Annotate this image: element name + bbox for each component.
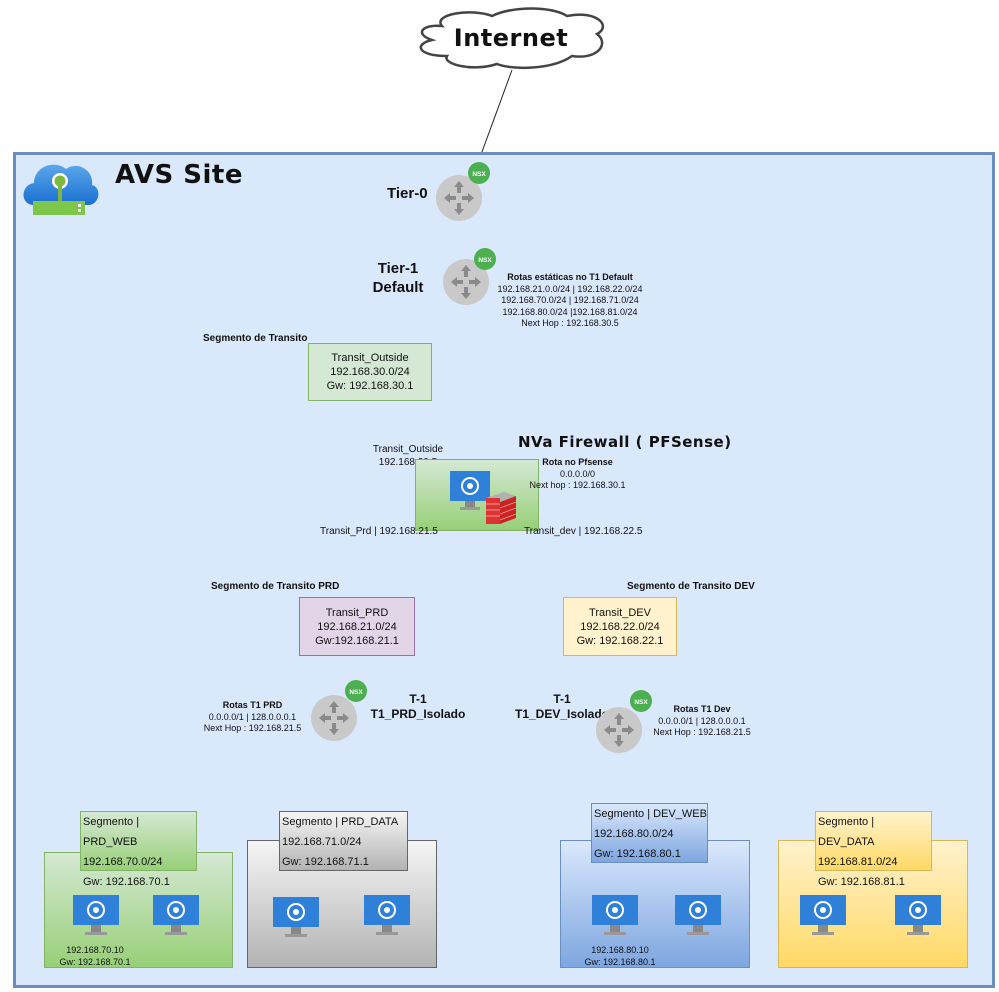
vm-icon[interactable] [153, 895, 201, 939]
t1-prd-routes-title: Rotas T1 PRD [222, 700, 283, 710]
transit-dev-box[interactable]: Transit_DEV 192.168.22.0/24 Gw: 192.168.… [563, 597, 677, 656]
route-line: 192.168.80.0/24 |192.168.81.0/24 [502, 306, 638, 317]
segment-box-dev-data[interactable]: Segmento | DEV_DATA 192.168.81.0/24 Gw: … [815, 811, 932, 888]
segment-gateway: Gw: 192.168.30.1 [326, 380, 414, 392]
vm-ip: 192.168.70.10 [66, 945, 124, 955]
tier0-router-icon[interactable] [436, 175, 482, 221]
segment-gateway: Gw:192.168.21.1 [315, 634, 399, 647]
tier1-default-label-line1: Tier-1 [377, 260, 419, 277]
segment-name: Transit_PRD [325, 606, 389, 619]
route-line: Next Hop : 192.168.21.5 [203, 723, 302, 733]
t1-prd-nsx-badge: NSX [345, 680, 367, 702]
tier1-default-routes-title: Rotas estáticas no T1 Default [507, 272, 633, 282]
vm-gateway: Gw: 192.168.70.1 [59, 956, 131, 967]
pfsense-route-dest: 0.0.0.0/0 [559, 468, 596, 479]
t1-prd-label-line2: T1_PRD_Isolado [370, 707, 466, 721]
nsx-badge-text: NSX [472, 171, 486, 178]
transit-prd-heading: Segmento de Transito PRD [211, 581, 340, 592]
transit-segment-heading: Segmento de Transito [203, 333, 308, 344]
nsx-badge-text: NSX [634, 699, 648, 706]
pfsense-route: Rota no Pfsense 0.0.0.0/0 Next hop : 192… [520, 457, 635, 492]
tier1-default-nsx-badge: NSX [474, 248, 496, 270]
prd-web-vm-ip: 192.168.70.10 Gw: 192.168.70.1 [45, 945, 145, 968]
t1-dev-label: T-1 T1_DEV_Isolado [512, 692, 612, 722]
route-line: 192.168.70.0/24 | 192.168.71.0/24 [501, 295, 639, 305]
segment-subnet: 192.168.71.0/24 [282, 836, 362, 848]
site-title: AVS Site [115, 160, 243, 190]
nsx-badge-text: NSX [349, 689, 363, 696]
nsx-badge-text: NSX [478, 257, 492, 264]
pfsense-route-title: Rota no Pfsense [542, 457, 613, 467]
route-line: Next Hop : 192.168.21.5 [653, 727, 751, 737]
vm-icon[interactable] [675, 895, 723, 939]
vm-icon[interactable] [273, 897, 321, 941]
tier0-nsx-badge: NSX [468, 162, 490, 184]
vm-icon[interactable] [592, 895, 640, 939]
t1-prd-routes: Rotas T1 PRD 0.0.0.0/1 | 128.0.0.0.1 Nex… [200, 700, 305, 735]
t1-dev-routes: Rotas T1 Dev 0.0.0.0/1 | 128.0.0.0.1 Nex… [652, 704, 752, 739]
segment-box-prd-web[interactable]: Segmento | PRD_WEB 192.168.70.0/24 Gw: 1… [80, 811, 197, 888]
segment-name: Transit_DEV [589, 606, 651, 619]
segment-gateway: Gw: 192.168.70.1 [83, 876, 170, 888]
transit-prd-box[interactable]: Transit_PRD 192.168.21.0/24 Gw:192.168.2… [299, 597, 415, 656]
segment-name: Segmento | PRD_WEB [83, 816, 140, 848]
segment-gateway: Gw: 192.168.81.1 [818, 876, 905, 888]
dev-web-vm-ip: 192.168.80.10 Gw: 192.168.80.1 [570, 945, 670, 968]
tier1-default-label: Tier-1 Default [370, 259, 426, 297]
segment-gateway: Gw: 192.168.22.1 [576, 634, 664, 647]
segment-subnet: 192.168.22.0/24 [580, 620, 660, 633]
firewall-vm-icon [450, 471, 498, 515]
segment-subnet: 192.168.70.0/24 [83, 856, 163, 868]
t1-prd-router-icon[interactable] [311, 695, 357, 741]
segment-name: Transit_Outside [331, 352, 409, 364]
segment-name: Segmento | DEV_DATA [818, 816, 875, 848]
internet-cloud: Internet [412, 4, 610, 70]
segment-name: Segmento | DEV_WEB [594, 808, 707, 820]
t1-dev-routes-title: Rotas T1 Dev [673, 704, 731, 714]
firewall-outside-interface: Transit_Outside 192.168.30.5 [365, 443, 451, 469]
avs-cloud-icon [20, 155, 100, 221]
transit-dev-heading: Segmento de Transito DEV [627, 581, 755, 592]
vm-gateway: Gw: 192.168.80.1 [584, 956, 656, 967]
internet-to-tier0-link [478, 69, 513, 161]
t1-dev-router-icon[interactable] [596, 707, 642, 753]
vm-ip: 192.168.80.10 [591, 945, 649, 955]
cloud-icon [419, 7, 604, 69]
firewall-prd-interface: Transit_Prd | 192.168.21.5 [320, 526, 438, 537]
segment-subnet: 192.168.80.0/24 [594, 828, 674, 840]
segment-subnet: 192.168.30.0/24 [330, 366, 410, 378]
firewall-dev-interface: Transit_dev | 192.168.22.5 [524, 526, 643, 537]
segment-box-dev-web[interactable]: Segmento | DEV_WEB 192.168.80.0/24 Gw: 1… [591, 803, 708, 863]
tier0-label: Tier-0 [387, 185, 428, 202]
route-line: 192.168.21.0.0/24 | 192.168.22.0/24 [497, 283, 643, 294]
tier1-default-label-line2: Default [372, 279, 424, 296]
segment-name: Segmento | PRD_DATA [282, 816, 399, 828]
tier1-default-router-icon[interactable] [443, 259, 489, 305]
route-line: 0.0.0.0/1 | 128.0.0.0.1 [208, 711, 297, 722]
segment-box-prd-data[interactable]: Segmento | PRD_DATA 192.168.71.0/24 Gw: … [279, 811, 408, 871]
vm-icon[interactable] [364, 895, 412, 939]
segment-subnet: 192.168.81.0/24 [818, 856, 898, 868]
firewall-brick-icon [482, 488, 518, 526]
firewall-title: NVa Firewall ( PFSense) [518, 433, 732, 451]
t1-prd-label-line1: T-1 [409, 692, 427, 706]
tier1-default-routes: Rotas estáticas no T1 Default 192.168.21… [495, 272, 645, 330]
interface-ip: 192.168.30.5 [378, 457, 438, 468]
t1-dev-nsx-badge: NSX [630, 690, 652, 712]
route-line: 0.0.0.0/1 | 128.0.0.0.1 [658, 715, 746, 726]
route-line: Next Hop : 192.168.30.5 [521, 318, 619, 328]
vm-icon[interactable] [73, 895, 121, 939]
vm-icon[interactable] [895, 895, 943, 939]
internet-label: Internet [453, 24, 569, 52]
segment-subnet: 192.168.21.0/24 [317, 620, 397, 633]
t1-prd-label: T-1 T1_PRD_Isolado [368, 692, 468, 722]
transit-outside-box[interactable]: Transit_Outside 192.168.30.0/24 Gw: 192.… [308, 343, 432, 401]
t1-dev-label-line1: T-1 [553, 692, 571, 706]
segment-gateway: Gw: 192.168.80.1 [594, 848, 681, 860]
t1-dev-label-line2: T1_DEV_Isolado [514, 707, 610, 721]
interface-name: Transit_Outside [372, 444, 444, 455]
pfsense-route-next-hop: Next hop : 192.168.30.1 [529, 480, 626, 490]
vm-icon[interactable] [800, 895, 848, 939]
segment-gateway: Gw: 192.168.71.1 [282, 856, 369, 868]
